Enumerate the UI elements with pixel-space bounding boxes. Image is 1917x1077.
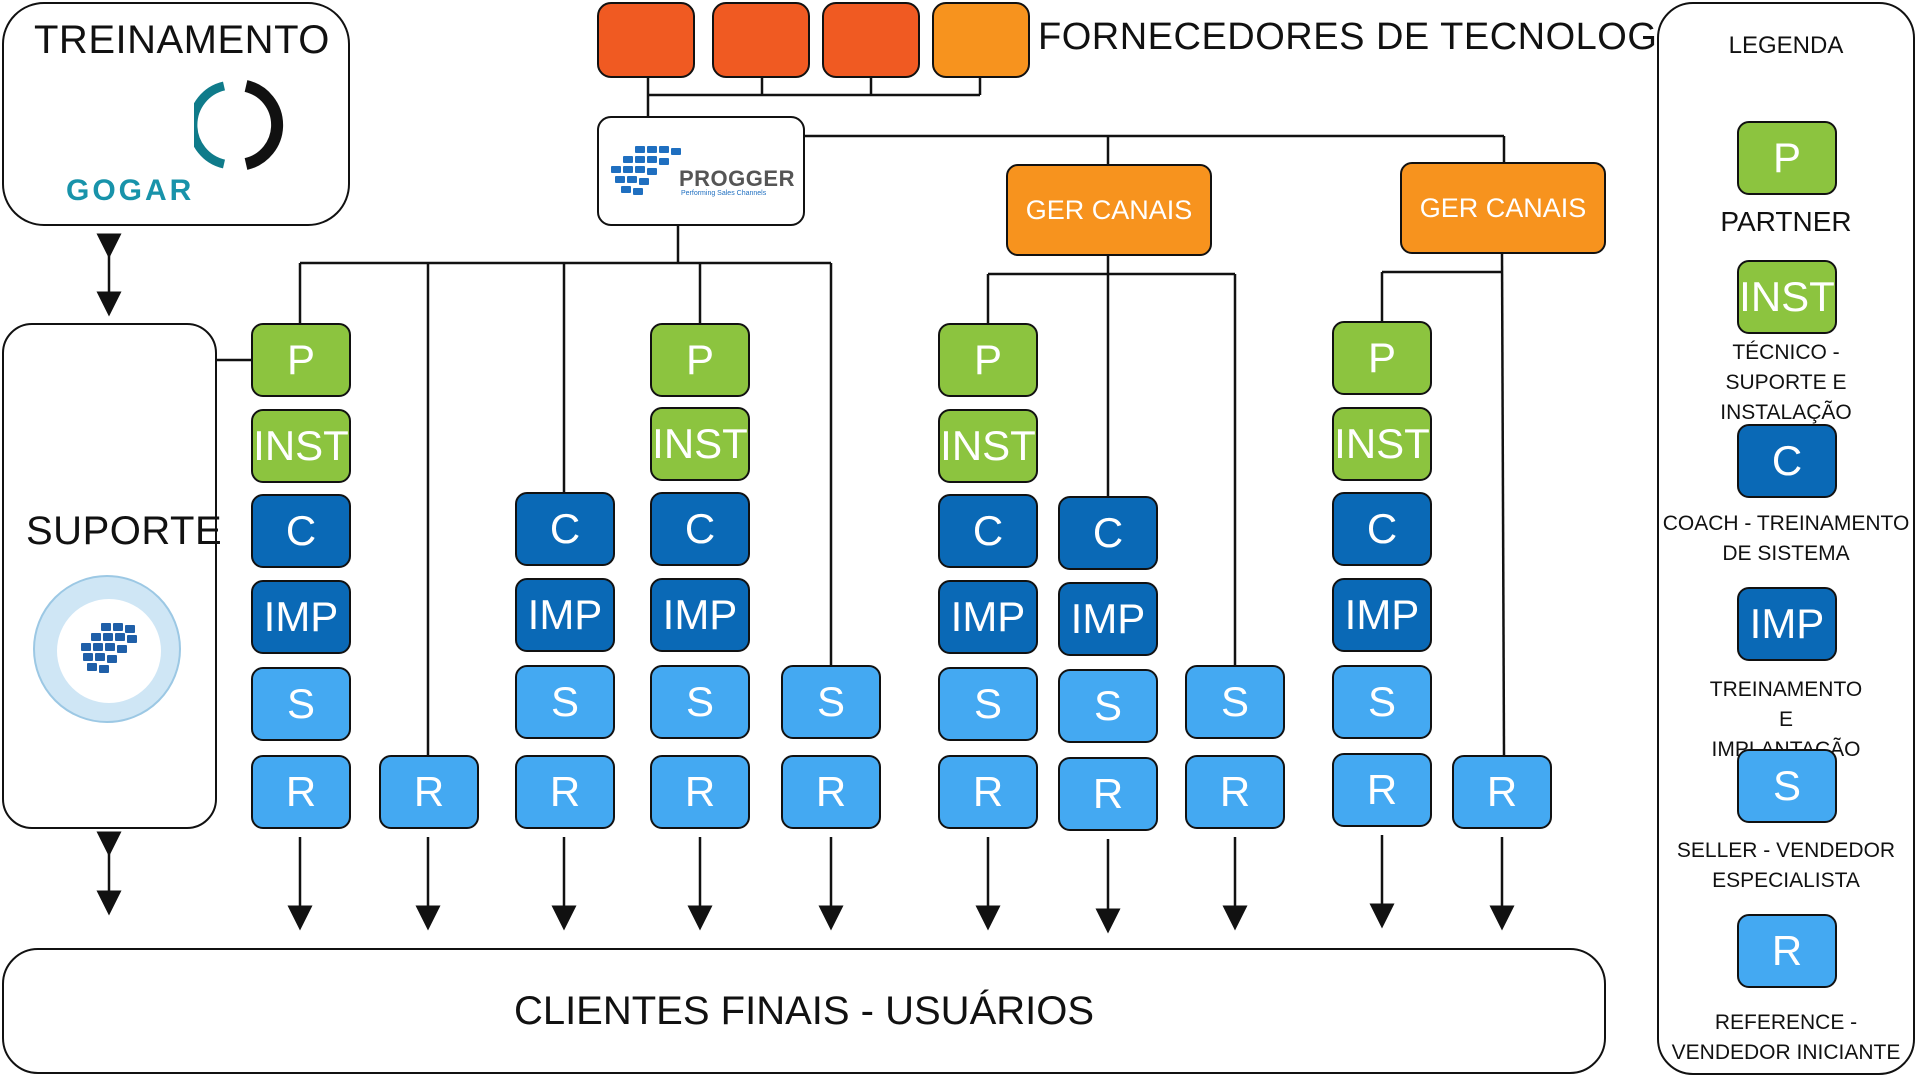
role-s: S (781, 665, 881, 739)
role-s: S (938, 667, 1038, 741)
role-inst: INST (650, 407, 750, 481)
uni-progger-seal (33, 575, 181, 723)
supplier-box-1 (597, 2, 695, 78)
role-imp: IMP (650, 578, 750, 652)
role-r: R (781, 755, 881, 829)
globe-grid-icon (81, 623, 137, 673)
ger-canais-box-1: GER CANAIS (1006, 164, 1212, 256)
role-c: C (251, 494, 351, 568)
role-p: P (1332, 321, 1432, 395)
role-imp: IMP (1332, 578, 1432, 652)
role-r: R (1332, 753, 1432, 827)
progger-logo-name: PROGGER (679, 166, 795, 191)
role-r: R (1452, 755, 1552, 829)
role-inst: INST (938, 409, 1038, 483)
legend-imp-box: IMP (1737, 587, 1837, 661)
clientes-finais-bar: CLIENTES FINAIS - USUÁRIOS (2, 948, 1606, 1074)
suporte-title: SUPORTE (26, 509, 223, 553)
role-imp: IMP (251, 580, 351, 654)
role-imp: IMP (1058, 582, 1158, 656)
legend-p-desc: PARTNER (1720, 206, 1852, 237)
legend-c-box: C (1737, 424, 1837, 498)
role-s: S (650, 665, 750, 739)
role-r: R (251, 755, 351, 829)
progger-grid-icon (611, 146, 681, 195)
role-s: S (1332, 665, 1432, 739)
legend-s-desc: SELLER - VENDEDOR ESPECIALISTA (1676, 839, 1896, 892)
ger-canais-box-2: GER CANAIS (1400, 162, 1606, 254)
role-r: R (379, 755, 479, 829)
role-r: R (1058, 757, 1158, 831)
role-imp: IMP (938, 580, 1038, 654)
supplier-box-2 (712, 2, 810, 78)
clientes-finais-label: CLIENTES FINAIS - USUÁRIOS (513, 988, 1095, 1033)
legend-title: LEGENDA (1728, 32, 1844, 59)
supplier-box-4 (932, 2, 1030, 78)
legend-p-box: P (1737, 121, 1837, 195)
legend-r-box: R (1737, 914, 1837, 988)
gogar-symbol-icon (194, 80, 284, 170)
legend-inst-box: INST (1737, 260, 1837, 334)
role-inst: INST (1332, 407, 1432, 481)
role-inst: INST (251, 409, 351, 483)
role-c: C (515, 492, 615, 566)
role-s: S (1185, 665, 1285, 739)
legend-c-desc: COACH - TREINAMENTO DE SISTEMA (1662, 512, 1910, 565)
role-p: P (938, 323, 1038, 397)
gogar-logo: GOGAR (66, 174, 195, 207)
treinamento-panel: TREINAMENTO GOGAR (2, 2, 350, 226)
fornecedores-label: FORNECEDORES DE TECNOLOGIA (1038, 16, 1695, 58)
role-r: R (650, 755, 750, 829)
role-r: R (1185, 755, 1285, 829)
legend-panel: LEGENDA P PARTNER INST TÉCNICO - SUPORTE… (1657, 2, 1915, 1075)
role-s: S (515, 665, 615, 739)
role-p: P (650, 323, 750, 397)
role-c: C (1058, 496, 1158, 570)
role-c: C (1332, 492, 1432, 566)
progger-logo-tagline: Performing Sales Channels (681, 190, 767, 197)
role-s: S (251, 667, 351, 741)
role-s: S (1058, 669, 1158, 743)
suporte-panel: SUPORTE (2, 323, 222, 829)
role-c: C (650, 492, 750, 566)
role-p: P (251, 323, 351, 397)
legend-s-box: S (1737, 749, 1837, 823)
role-c: C (938, 494, 1038, 568)
role-r: R (938, 755, 1038, 829)
treinamento-title: TREINAMENTO (34, 18, 330, 62)
supplier-box-3 (822, 2, 920, 78)
role-imp: IMP (515, 578, 615, 652)
legend-inst-desc: TÉCNICO - SUPORTE E INSTALAÇÃO (1720, 341, 1852, 424)
role-r: R (515, 755, 615, 829)
progger-box: PROGGER Performing Sales Channels (597, 116, 805, 226)
legend-r-desc: REFERENCE - VENDEDOR INICIANTE (1671, 1011, 1901, 1064)
